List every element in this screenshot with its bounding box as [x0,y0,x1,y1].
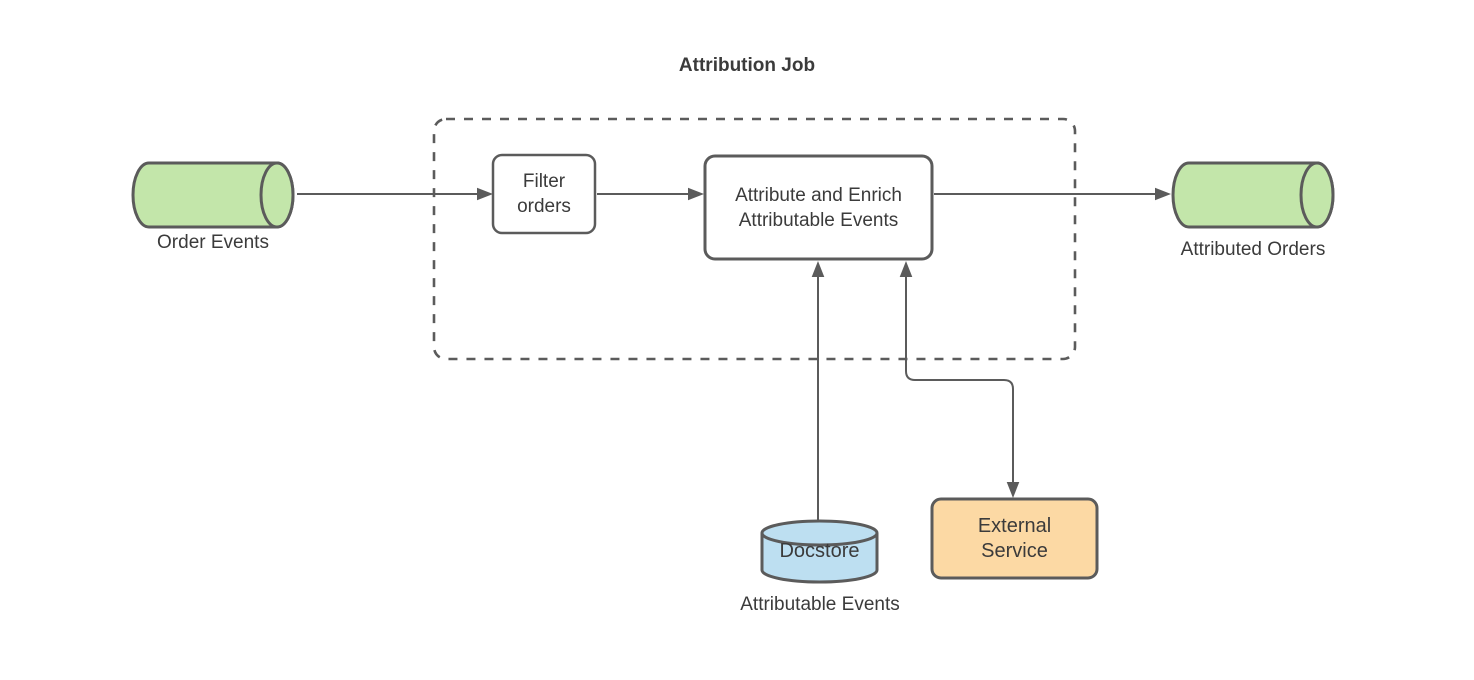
edge-filter-to-attribute [597,187,704,201]
order-events-label: Order Events [157,232,269,253]
order-events-cylinder-rim [259,161,295,229]
attribute-enrich-box [703,154,934,261]
docstore-cylinder [760,519,879,584]
filter-orders-label: Filter orders [517,171,571,217]
edge-docstore-to-attribute [811,261,825,521]
external-service-label: External Service [977,514,1052,562]
order-events-cylinder [131,161,295,229]
arrowhead-right-icon [1155,187,1171,201]
docstore-label: Docstore [779,540,860,562]
attributable-events-label: Attributable Events [740,594,900,615]
edge-order-events-to-filter [297,187,493,201]
arrowhead-down-icon [1006,482,1020,498]
arrowhead-right-icon [688,187,704,201]
attributed-orders-label: Attributed Orders [1180,239,1326,260]
filter-orders-node: Filter orders [493,155,595,233]
docstore-cylinder-rim [760,519,879,547]
external-service-node: External Service [932,499,1097,578]
arrowhead-right-icon [477,187,493,201]
attribution-job-boundary [432,117,1077,361]
attribute-enrich-label: Attribute and Enrich Attributable Events [735,184,902,231]
attributed-orders-cylinder [1171,161,1335,229]
docstore-node: Docstore [762,521,877,582]
attribute-enrich-node: Attribute and Enrich Attributable Events [705,156,932,259]
edge-attribute-to-attributed-orders [934,187,1171,201]
diagram-title: Attribution Job [678,55,816,76]
attributed-orders-cylinder-rim [1299,161,1335,229]
external-service-box [930,497,1099,580]
docstore-cylinder-body [760,533,879,584]
arrowhead-up-icon [811,261,825,277]
arrowhead-up-icon [899,261,913,277]
edge-attribute-external-service [899,261,1020,498]
